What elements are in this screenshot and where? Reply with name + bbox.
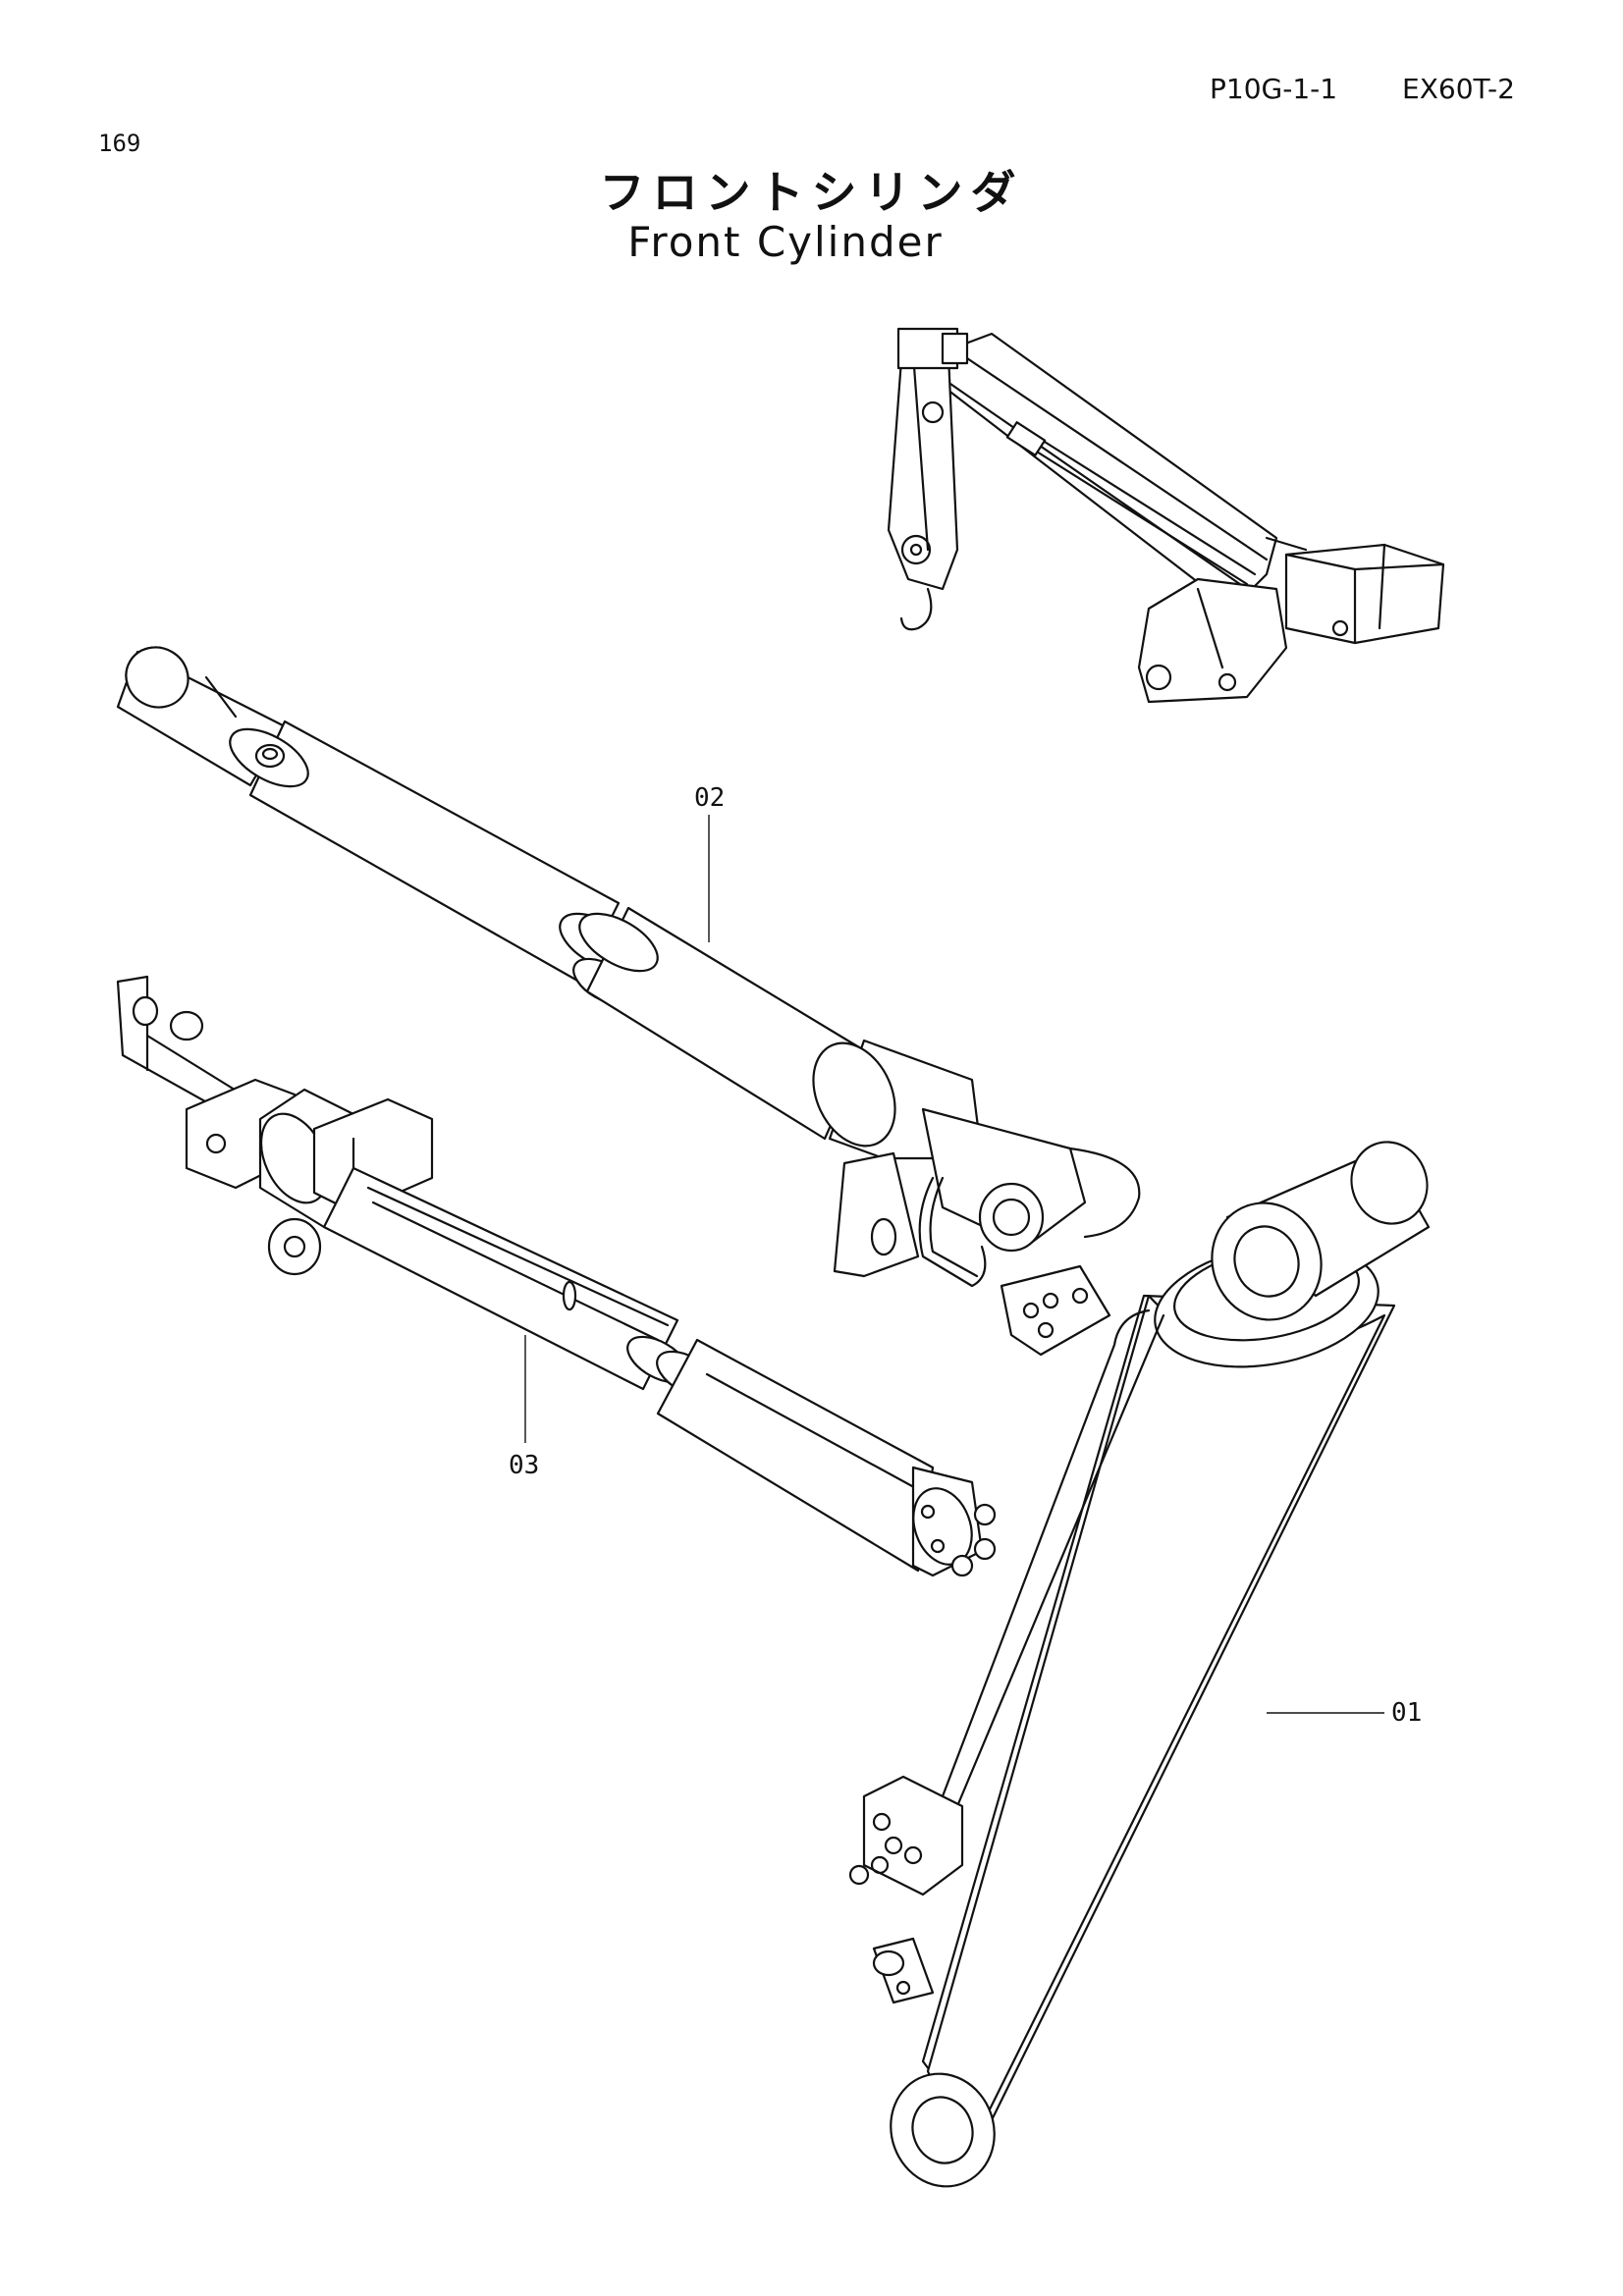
callout-label-03: 03 — [509, 1451, 540, 1480]
page-title-english: Front Cylinder — [627, 218, 944, 266]
page-number: 169 — [98, 130, 141, 157]
catalog-code: P10G-1-1 — [1210, 73, 1338, 105]
callout-label-02: 02 — [694, 783, 726, 813]
model-number: EX60T-2 — [1402, 73, 1515, 105]
callout-label-01: 01 — [1391, 1698, 1423, 1728]
part-03-cylinder-illustration — [116, 975, 997, 1577]
part-01-cylinder-illustration — [848, 1141, 1431, 2188]
part-02-cylinder-illustration — [116, 646, 1141, 1357]
callout-leader-lines — [524, 815, 1384, 1714]
page-title-japanese: フロントシリンダ — [599, 166, 1024, 219]
machine-front-overview-illustration — [887, 327, 1445, 704]
